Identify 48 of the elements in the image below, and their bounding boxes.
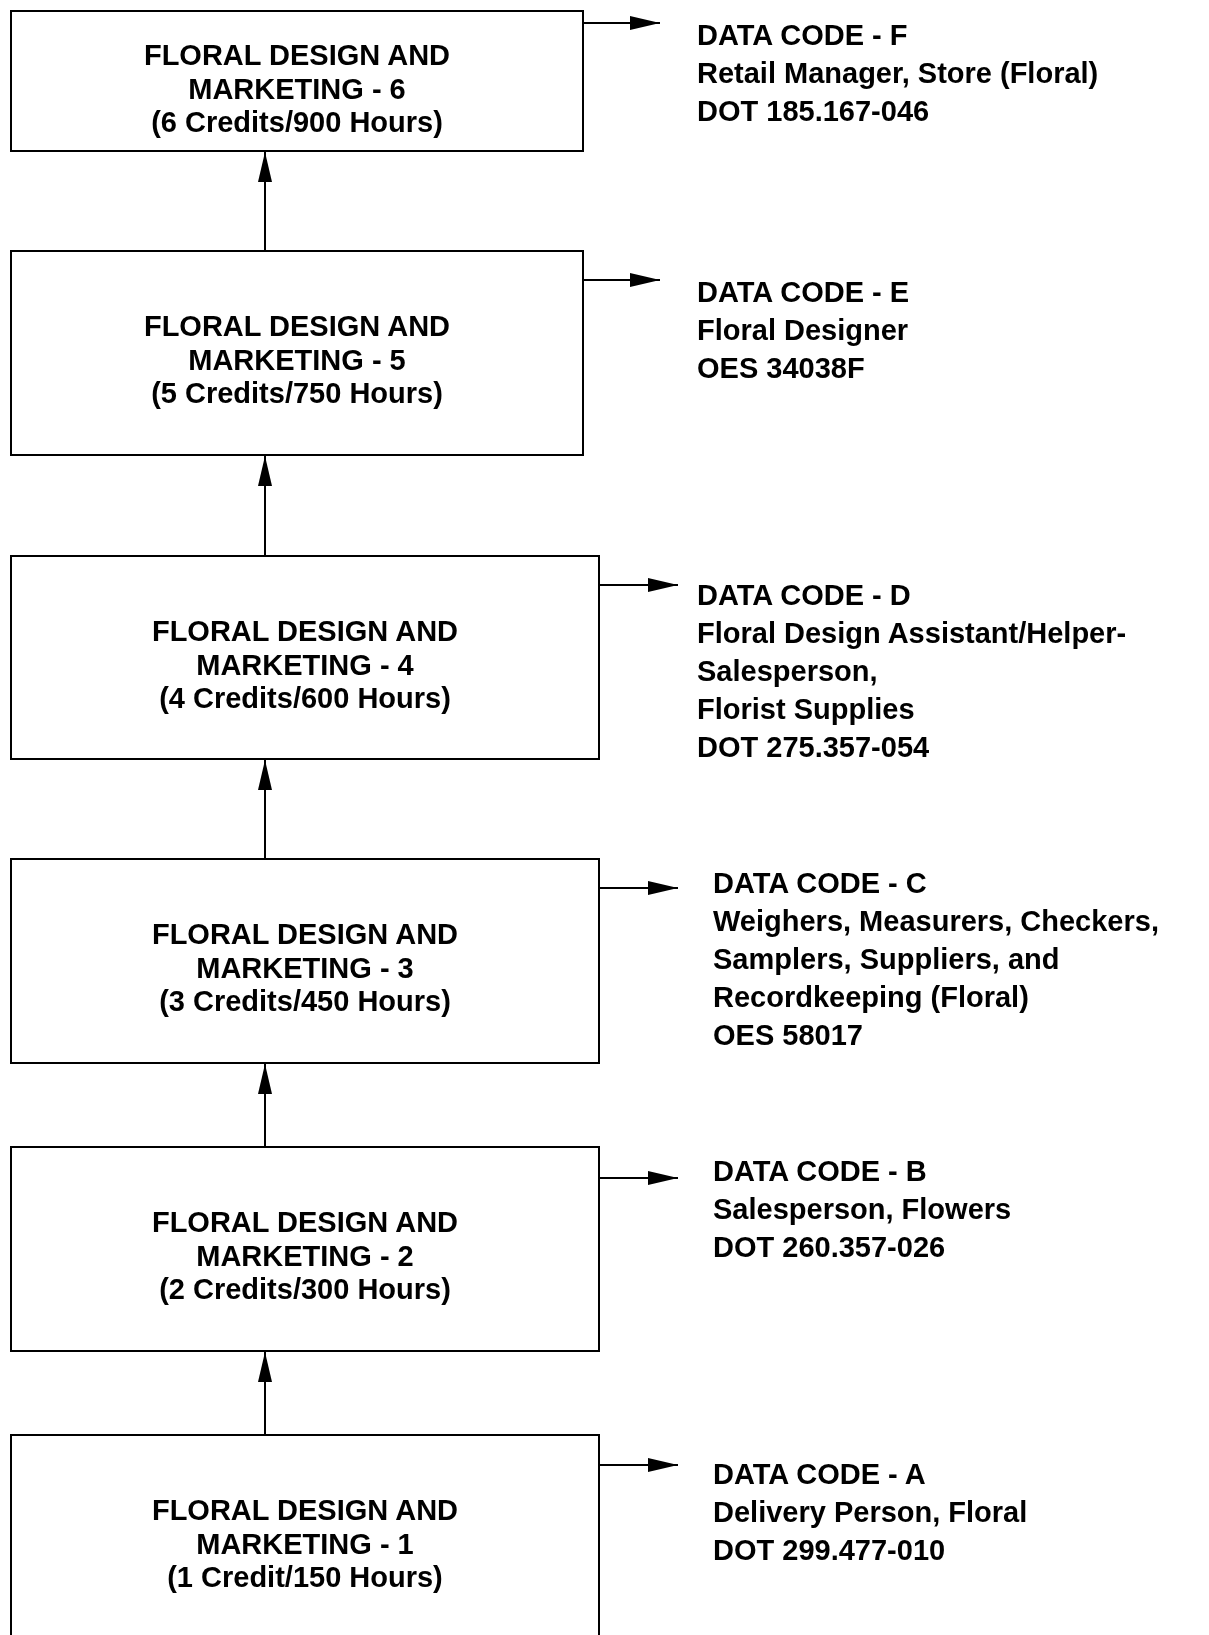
course-box xyxy=(10,555,600,760)
course-box xyxy=(10,1146,600,1352)
arrow xyxy=(258,1063,272,1147)
course-box xyxy=(10,10,584,152)
data-code-heading: DATA CODE - F xyxy=(697,18,909,53)
arrow xyxy=(258,759,272,859)
job-info-text: DOT 185.167-046 xyxy=(697,94,931,129)
data-code-heading: DATA CODE - E xyxy=(697,275,911,310)
arrow xyxy=(583,16,661,30)
job-info-text: DOT 260.357-026 xyxy=(713,1230,947,1265)
job-info-text: DOT 299.477-010 xyxy=(713,1533,947,1568)
course-title: FLORAL DESIGN AND MARKETING - 3 xyxy=(150,917,460,985)
job-info-text: Florist Supplies xyxy=(697,692,916,727)
arrow xyxy=(258,455,272,556)
credit-hours-text: (1 Credit/150 Hours) xyxy=(167,1561,443,1593)
data-code-heading: DATA CODE - B xyxy=(713,1154,928,1189)
credit-hours-text: (3 Credits/450 Hours) xyxy=(159,985,451,1017)
job-info-text: Salesperson, Flowers xyxy=(713,1192,1013,1227)
credit-hours-text: (2 Credits/300 Hours) xyxy=(159,1273,451,1305)
data-code-heading: DATA CODE - D xyxy=(697,578,912,613)
course-title: FLORAL DESIGN AND MARKETING - 5 xyxy=(142,309,452,377)
course-title: FLORAL DESIGN AND MARKETING - 1 xyxy=(150,1493,460,1561)
data-code-heading: DATA CODE - A xyxy=(713,1457,927,1492)
job-info-text: Floral Designer xyxy=(697,313,910,348)
arrow xyxy=(599,1458,679,1472)
job-info-text: Floral Design Assistant/Helper- Salesperson, xyxy=(697,616,1128,689)
credit-hours-text: (6 Credits/900 Hours) xyxy=(151,106,443,138)
arrow xyxy=(599,1171,679,1185)
job-info-text: Delivery Person, Floral xyxy=(713,1495,1029,1530)
arrow xyxy=(599,578,679,592)
arrow xyxy=(599,881,679,895)
arrow xyxy=(258,1351,272,1435)
data-code-heading: DATA CODE - C xyxy=(713,866,928,901)
course-box xyxy=(10,1434,600,1635)
course-box xyxy=(10,250,584,456)
credit-hours-text: (4 Credits/600 Hours) xyxy=(159,682,451,714)
job-info-text: Retail Manager, Store (Floral) xyxy=(697,56,1100,91)
credit-hours-text: (5 Credits/750 Hours) xyxy=(151,377,443,409)
course-box xyxy=(10,858,600,1064)
job-info-text: OES 34038F xyxy=(697,351,866,386)
course-title: FLORAL DESIGN AND MARKETING - 4 xyxy=(150,614,460,682)
job-info-text: OES 58017 xyxy=(713,1018,864,1053)
course-title: FLORAL DESIGN AND MARKETING - 6 xyxy=(142,38,452,106)
job-info-text: Weighers, Measurers, Checkers, Samplers, Suppliers, and Recordkeeping (Floral) xyxy=(713,904,1160,1015)
course-title: FLORAL DESIGN AND MARKETING - 2 xyxy=(150,1205,460,1273)
arrow xyxy=(583,273,661,287)
job-info-text: DOT 275.357-054 xyxy=(697,730,931,765)
arrow xyxy=(258,151,272,251)
